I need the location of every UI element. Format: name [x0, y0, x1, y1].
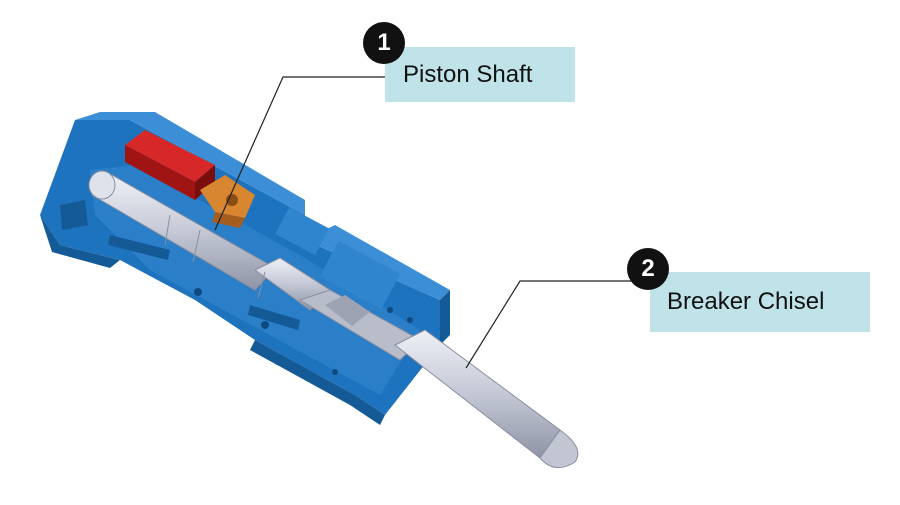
callout-number-badge-2: 2	[627, 248, 669, 290]
bronze-component	[200, 175, 255, 228]
callout-number-2: 2	[641, 255, 655, 282]
callout-piston-shaft: Piston Shaft	[385, 47, 575, 102]
callout-number-1: 1	[377, 29, 391, 56]
piston-and-chisel	[88, 170, 579, 469]
leader-line-2	[465, 280, 652, 369]
leader-line-1	[214, 76, 387, 231]
callout-breaker-chisel: Breaker Chisel	[650, 272, 870, 332]
callout-number-badge-1: 1	[363, 22, 405, 64]
callout-label-2: Breaker Chisel	[667, 288, 825, 315]
valve-block	[125, 130, 215, 200]
callout-label-1: Piston Shaft	[403, 60, 533, 88]
